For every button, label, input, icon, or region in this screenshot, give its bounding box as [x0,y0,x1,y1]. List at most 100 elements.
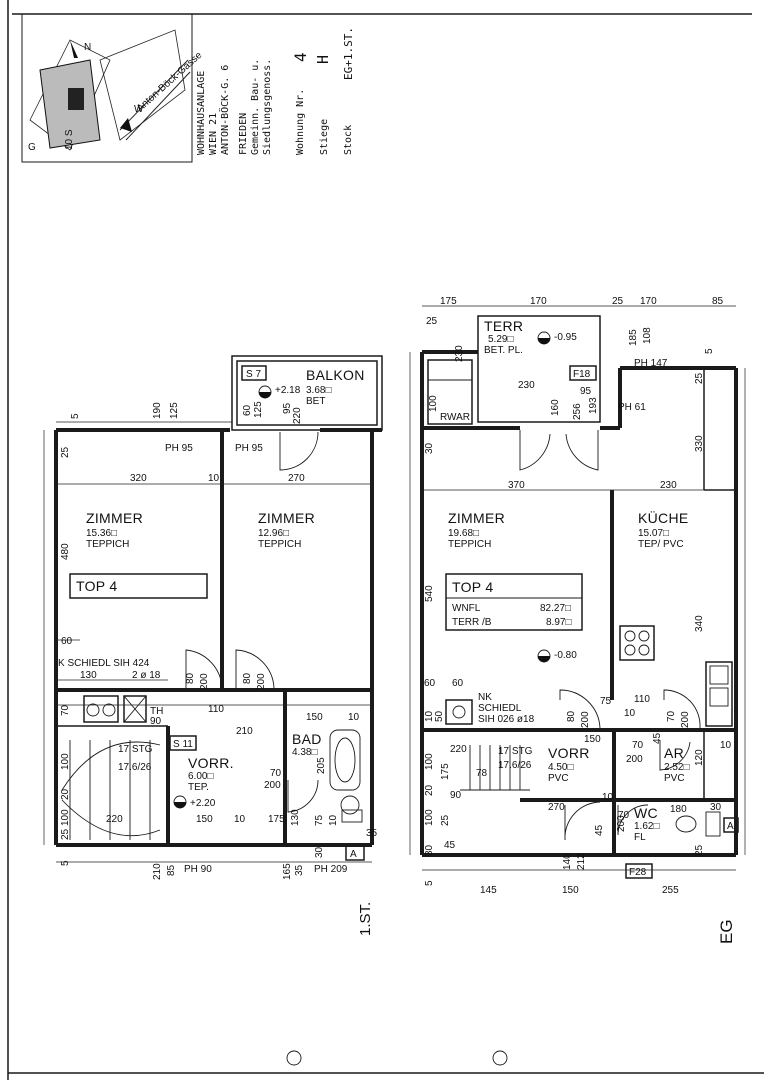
svg-text:480: 480 [60,543,71,560]
upper-top4: TOP 4 [76,578,117,594]
svg-text:100: 100 [424,809,435,826]
svg-text:220: 220 [292,407,303,424]
ground-floor-label: EG [717,919,736,944]
svg-text:140: 140 [562,853,573,870]
svg-text:35: 35 [294,864,305,876]
site-street-label: Anton-Böck-Gasse [135,50,205,115]
svg-text:25: 25 [440,814,451,826]
upper-door-balcony [279,431,319,471]
svg-text:110: 110 [634,694,650,705]
svg-text:212: 212 [576,853,587,870]
ground-wc-area: 1.62□ [634,821,660,832]
ground-vorr-floor: PVC [548,773,569,784]
upper-balcony-inner [236,360,378,426]
svg-text:125: 125 [169,402,180,419]
ground-zimmer-name: ZIMMER [448,510,505,526]
svg-text:220: 220 [106,814,123,825]
upper-schiedl-2: 2 ø 18 [132,670,161,681]
svg-text:210: 210 [152,863,163,880]
ground-wnfl-label: WNFL [452,603,481,614]
svg-text:5: 5 [424,880,435,886]
wohnung-label: Wohnung Nr. [295,89,306,155]
upper-bad-area: 4.38□ [292,747,318,758]
svg-text:25: 25 [60,446,71,458]
upper-vorr-name: VORR. [188,755,234,771]
upper-floor-labels: ZIMMER 15.36□ TEPPICH ZIMMER 12.96□ TEPP… [58,367,378,880]
ground-terr-level: -0.95 [554,332,577,343]
upper-zimmer1-area: 15.36□ [86,528,117,539]
svg-text:185: 185 [628,329,639,346]
svg-text:78: 78 [476,768,488,779]
svg-text:85: 85 [166,864,177,876]
title-line-1: WOHNHAUSANLAGE [196,71,207,155]
upper-balkon-name: BALKON [306,367,365,383]
ground-wc-floor: FL [634,832,646,843]
upper-a-tag-box [345,845,365,861]
svg-text:PH 95: PH 95 [165,443,193,454]
svg-text:30: 30 [710,802,722,813]
svg-text:256: 256 [572,403,583,420]
upper-th-box [123,695,147,723]
svg-text:25: 25 [694,844,705,856]
ground-chimney-icon [452,705,466,719]
svg-text:230: 230 [454,345,465,362]
stock-label: Stock [343,125,354,155]
svg-text:25: 25 [612,296,624,307]
title-block: WOHNHAUSANLAGE WIEN 21 ANTON-BÖCK-G. 6 F… [196,27,355,155]
upper-floor-plan [43,355,383,863]
upper-a-tag: A [350,849,357,860]
svg-text:30: 30 [424,442,435,454]
stiege-value: H [314,55,332,64]
ground-wnfl-value: 82.27□ [540,603,571,614]
ground-kueche-area: 15.07□ [638,528,669,539]
upper-s7-tag-box [241,365,267,381]
ground-wc-name: WC [634,805,658,821]
svg-text:110: 110 [208,704,224,715]
title-line-3: ANTON-BÖCK-G. 6 [218,65,231,155]
upper-s11-tag-box [169,735,197,751]
svg-text:PH 147: PH 147 [634,358,668,369]
svg-text:70: 70 [666,710,677,722]
svg-text:75: 75 [314,814,325,826]
ground-stair-ratio: 17.6/26 [498,760,532,771]
svg-text:85: 85 [712,296,724,307]
title-line-2: WIEN 21 [208,113,219,155]
ground-vorr-area: 4.50□ [548,762,574,773]
site-plan: N W G 10 S Anton-Böck-Gasse [21,13,205,163]
svg-text:5: 5 [60,860,71,866]
ground-zimmer-floor: TEPPICH [448,539,491,550]
svg-text:25: 25 [60,828,71,840]
ground-ar-area: 2.52□ [664,762,690,773]
svg-text:20: 20 [60,788,71,800]
ground-sink-icon [705,661,733,727]
ground-terrace-door-right [565,430,599,471]
svg-text:100: 100 [424,753,435,770]
svg-text:330: 330 [694,435,705,452]
ground-floor-plan [409,305,746,879]
north-arrow-icon [70,40,78,58]
svg-text:30: 30 [314,846,325,858]
svg-text:130: 130 [290,809,301,826]
svg-text:10: 10 [602,792,614,803]
svg-text:5: 5 [70,413,81,419]
site-street-line-2 [125,71,191,141]
upper-balcony-outline [231,355,383,431]
upper-zimmer2-area: 12.96□ [258,528,289,539]
svg-text:60: 60 [242,404,253,416]
upper-vorr-floor: TEP. [188,782,209,793]
svg-text:10: 10 [208,473,220,484]
ground-terr-area: 5.29□ [488,334,514,345]
svg-text:130: 130 [80,670,97,681]
svg-text:230: 230 [660,480,677,491]
stiege-label: Stiege [319,119,330,155]
site-highlight [68,88,84,110]
ground-nk-1: NK [478,692,492,703]
ground-zimmer-level: -0.80 [554,650,577,661]
ground-terrb-label: TERR /B [452,617,492,628]
upper-staircase [61,740,161,840]
upper-vorr-tag: S 11 [173,739,193,750]
svg-text:200: 200 [680,711,691,728]
svg-text:25: 25 [426,316,438,327]
ground-nk-2: SCHIEDL [478,703,522,714]
svg-text:45: 45 [444,840,456,851]
